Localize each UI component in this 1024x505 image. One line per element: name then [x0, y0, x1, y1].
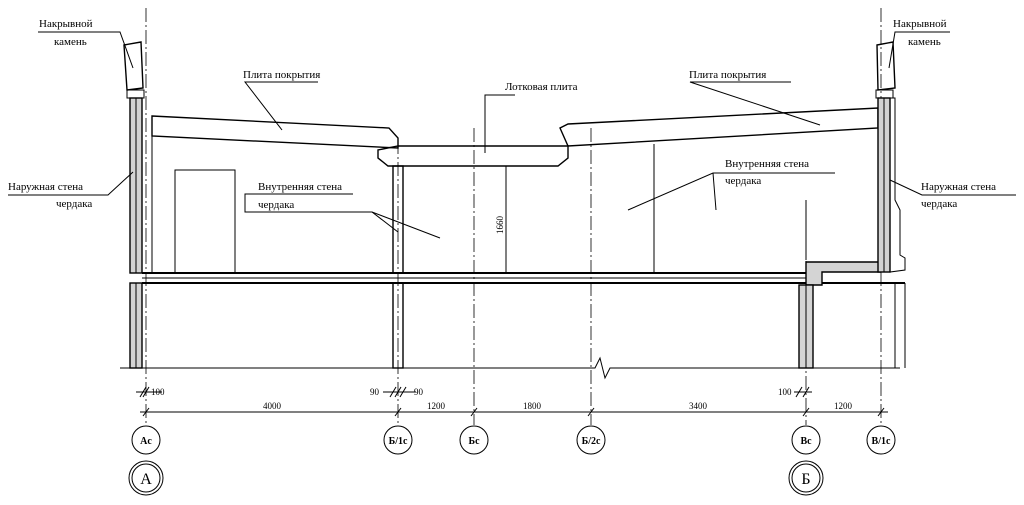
axis-label-b-big: Б: [801, 471, 810, 488]
right-lower-wall: [798, 261, 881, 369]
right-outer-wall: [875, 41, 906, 368]
roof-slab-right: [559, 107, 879, 147]
axis-label-a-big: А: [140, 471, 152, 488]
label-outer-wall-right-2: чердака: [921, 198, 957, 210]
label-inner-wall-right-1: Внутренняя стена: [725, 158, 809, 170]
label-inner-wall-left-2: чердака: [258, 199, 294, 211]
dimension-row-2: 4000 1200 1800 3400 1200: [140, 401, 888, 417]
dim-4000: 4000: [263, 401, 282, 411]
dim-3400: 3400: [689, 401, 708, 411]
annotation-labels: Накрывной камень Накрывной камень Наружн…: [8, 18, 996, 211]
axis-label-bc: Бс: [468, 436, 480, 447]
dim-100-right: 100: [778, 387, 792, 397]
dim-90-b: 90: [414, 387, 424, 397]
dim-90-a: 90: [370, 387, 380, 397]
label-roof-slab-left: Плита покрытия: [243, 69, 320, 81]
leader-lines: [8, 31, 1016, 239]
axis-label-b2c: Б/2с: [582, 436, 601, 447]
label-outer-wall-left-2: чердака: [56, 198, 92, 210]
attic-floor-slab: [142, 272, 905, 284]
label-outer-wall-left-1: Наружная стена: [8, 181, 83, 193]
label-capstone-right-1: Накрывной: [893, 18, 947, 30]
axis-markers: Ac Б/1с Бс Б/2с Вс В/1с А Б: [128, 425, 896, 496]
height-dim-1660: 1660: [495, 216, 505, 235]
axis-label-ac: Ac: [140, 436, 152, 447]
break-line: [120, 356, 900, 380]
label-gutter-slab: Лотковая плита: [505, 81, 578, 93]
door-opening: [174, 169, 236, 274]
dim-1200-b: 1200: [834, 401, 853, 411]
label-capstone-right-2: камень: [908, 36, 941, 48]
label-capstone-left-2: камень: [54, 36, 87, 48]
axis-label-b1c: Б/1с: [389, 436, 408, 447]
label-outer-wall-right-1: Наружная стена: [921, 181, 996, 193]
gutter-slab: [377, 145, 569, 167]
label-capstone-left-1: Накрывной: [39, 18, 93, 30]
dimension-row-1: 100 90 90 100: [136, 386, 812, 398]
axis-label-vc: Вс: [800, 436, 812, 447]
left-outer-wall: [123, 41, 145, 369]
dim-100-left: 100: [151, 387, 165, 397]
label-inner-wall-right-2: чердака: [725, 175, 761, 187]
left-capstone: [123, 41, 144, 91]
dim-1800: 1800: [523, 401, 542, 411]
dim-1200-a: 1200: [427, 401, 446, 411]
axis-label-v1c: В/1с: [872, 436, 891, 447]
roof-slab-left: [151, 115, 399, 149]
label-roof-slab-right: Плита покрытия: [689, 69, 766, 81]
label-inner-wall-left-1: Внутренняя стена: [258, 181, 342, 193]
left-capstone-base: [126, 89, 145, 99]
right-capstone: [876, 41, 896, 91]
